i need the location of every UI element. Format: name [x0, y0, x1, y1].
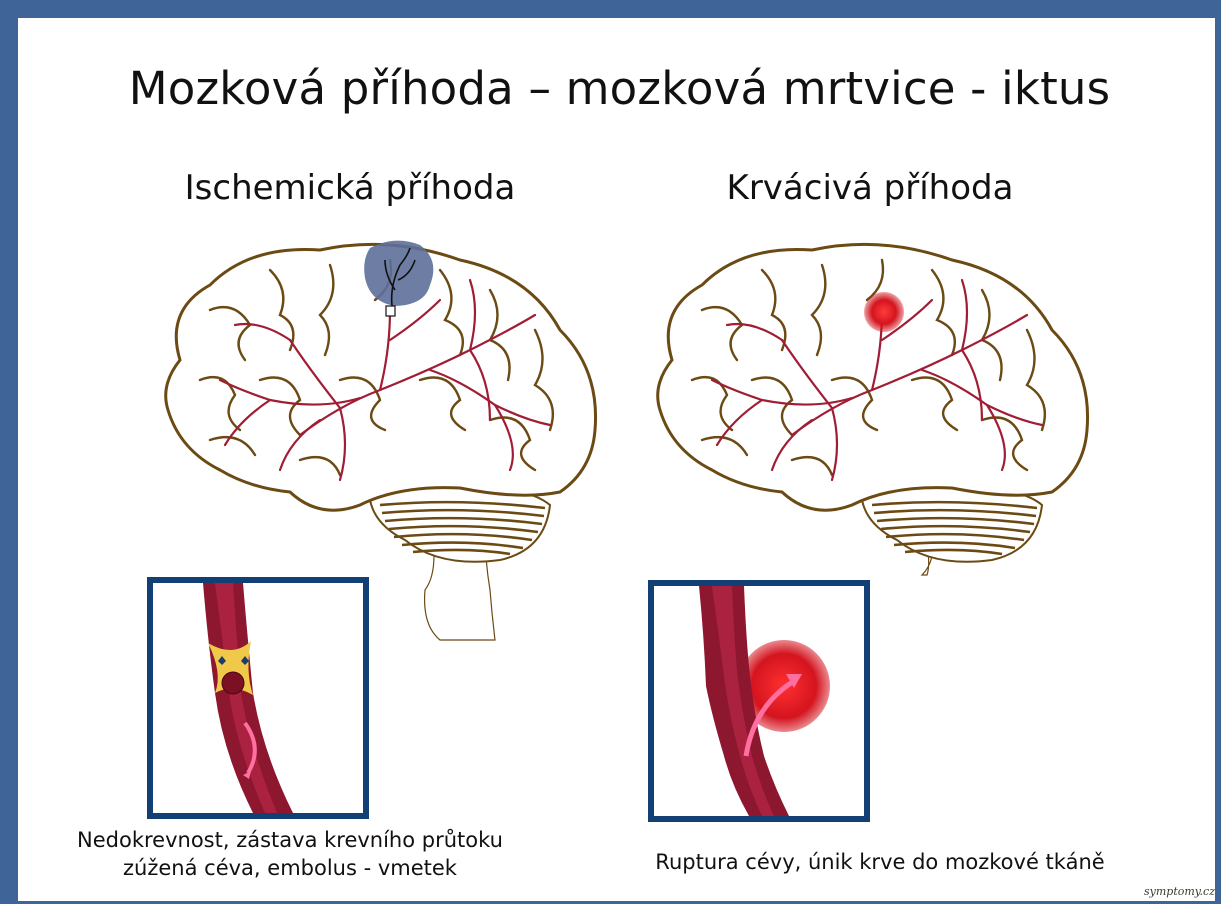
narrowed-vessel-illustration [153, 583, 363, 813]
hemorrhagic-vessel-inset [648, 580, 870, 822]
ruptured-vessel-illustration [654, 586, 864, 816]
slide-frame-right [1215, 18, 1221, 904]
slide-frame-left [0, 0, 18, 904]
ischemic-caption-line1: Nedokrevnost, zástava krevního průtoku [40, 826, 540, 854]
slide-title: Mozková příhoda – mozková mrtvice - iktu… [18, 62, 1221, 115]
ischemic-stroke-heading: Ischemická příhoda [140, 168, 560, 208]
watermark: symptomy.cz [1144, 885, 1215, 898]
ischemic-vessel-inset [147, 577, 369, 819]
slide-frame-top [0, 0, 1221, 18]
ischemic-caption: Nedokrevnost, zástava krevního průtoku z… [40, 826, 540, 882]
ischemic-caption-line2: zúžená céva, embolus - vmetek [40, 854, 540, 882]
hemorrhagic-caption: Ruptura cévy, únik krve do mozkové tkáně [620, 848, 1140, 876]
hemorrhagic-stroke-heading: Krvácivá příhoda [650, 168, 1090, 208]
